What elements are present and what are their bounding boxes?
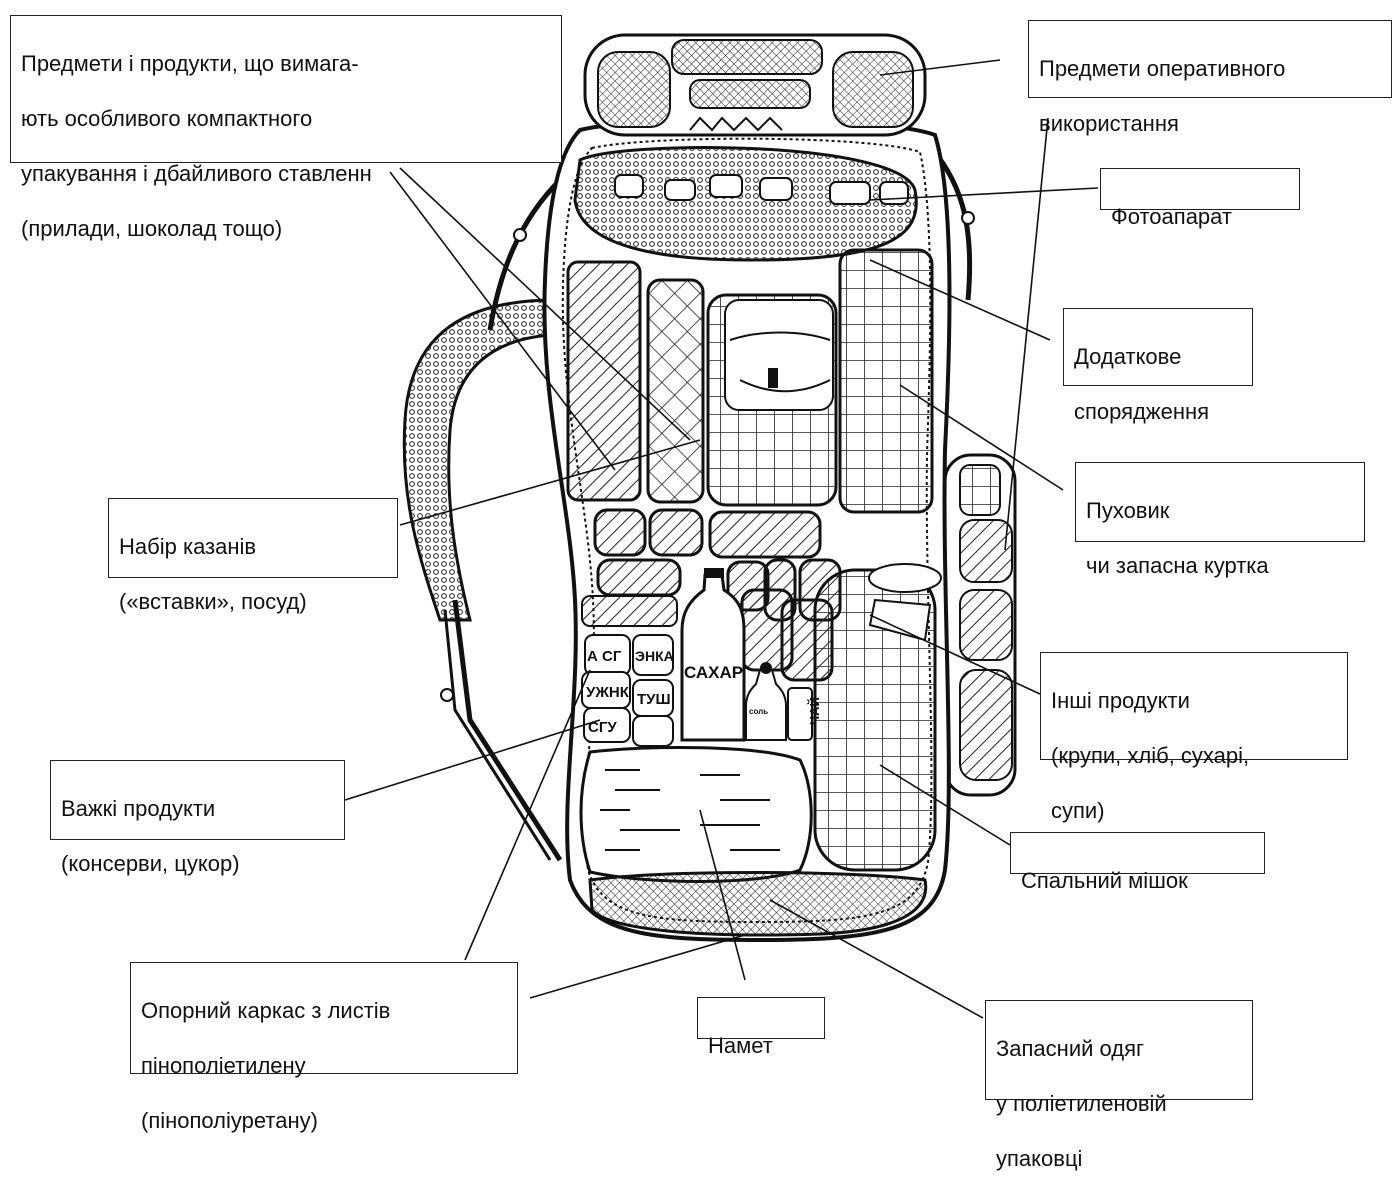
label-line: Спальний мішок <box>1021 867 1254 895</box>
mark-can1: СГУ <box>588 719 617 736</box>
label-line: чи запасна куртка <box>1086 552 1354 580</box>
label-line: ють особливого компактного <box>21 105 551 133</box>
label-line: (пінополіуретану) <box>141 1107 507 1135</box>
label-line: упаковці <box>996 1145 1242 1173</box>
label-line: (консерви, цукор) <box>61 850 334 878</box>
label-line: Набір казанів <box>119 533 387 561</box>
item-cross-left <box>648 280 703 502</box>
label-operative-items: Предмети оперативного використання <box>1028 20 1392 98</box>
label-heavy-food: Важкі продукти (консерви, цукор) <box>50 760 345 840</box>
label-line: Предмети оперативного <box>1039 55 1381 83</box>
label-line: Додаткове <box>1074 343 1242 371</box>
label-line: Пуховик <box>1086 497 1354 525</box>
label-line: використання <box>1039 110 1381 138</box>
mark-tea: ЧАЙ <box>807 697 822 725</box>
strap-cord-lower <box>455 600 560 860</box>
label-pots: Набір казанів («вставки», посуд) <box>108 498 398 578</box>
label-other-food: Інші продукти (крупи, хліб, сухарі, супи… <box>1040 652 1348 760</box>
label-line: пінополіетилену <box>141 1052 507 1080</box>
item-hatched-left <box>568 262 640 500</box>
label-tent: Намет <box>697 997 825 1039</box>
mark-can2: ТУШ <box>637 691 671 708</box>
label-line: у поліетиленовій <box>996 1090 1242 1118</box>
label-line: Намет <box>708 1032 814 1060</box>
label-camera: Фотоапарат <box>1100 168 1300 210</box>
label-line: Запасний одяг <box>996 1035 1242 1063</box>
label-line: (крупи, хліб, сухарі, <box>1051 742 1337 770</box>
mark-can-top1: А СГ <box>587 648 622 665</box>
mark-can-top2: ЭНКА <box>635 648 674 664</box>
item-spare-clothes <box>590 873 926 936</box>
label-line: упакування і дбайливого ставленн <box>21 160 551 188</box>
label-compact-items: Предмети і продукти, що вимага- ють особ… <box>10 15 562 163</box>
shoulder-strap <box>404 300 555 620</box>
label-line: Опорний каркас з листів <box>141 997 507 1025</box>
label-line: спорядження <box>1074 398 1242 426</box>
label-line: Важкі продукти <box>61 795 334 823</box>
label-line: Інші продукти <box>1051 687 1337 715</box>
label-extra-gear: Додаткове спорядження <box>1063 308 1253 386</box>
label-sleeping-bag: Спальний мішок <box>1010 832 1265 874</box>
item-sugar-bottle <box>682 575 744 740</box>
mark-salt: соль <box>749 707 768 716</box>
item-down-jacket <box>840 250 932 512</box>
label-spare-clothes: Запасний одяг у поліетиленовій упаковці <box>985 1000 1253 1100</box>
label-down-jacket: Пуховик чи запасна куртка <box>1075 462 1365 542</box>
label-line: супи) <box>1051 797 1337 825</box>
label-line: («вставки», посуд) <box>119 588 387 616</box>
label-line: Фотоапарат <box>1111 203 1289 231</box>
label-line: Предмети і продукти, що вимага- <box>21 50 551 78</box>
label-frame: Опорний каркас з листів пінополіетилену … <box>130 962 518 1074</box>
label-line: (прилади, шоколад тощо) <box>21 215 551 243</box>
item-tent <box>581 747 811 881</box>
mark-can3: УЖНК <box>586 684 630 701</box>
mark-sugar: САХАР <box>684 663 743 682</box>
